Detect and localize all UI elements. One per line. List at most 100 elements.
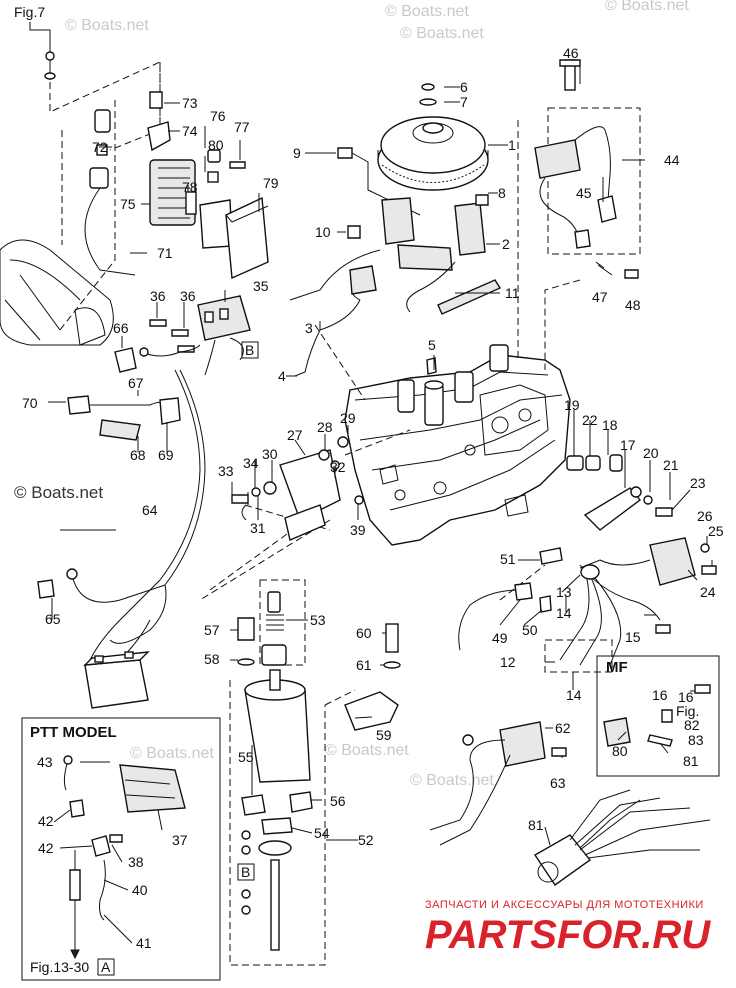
collar-80 — [207, 171, 219, 183]
wire-67 — [90, 401, 171, 406]
exciter-coil-2 — [454, 202, 486, 256]
charge-coil — [397, 244, 453, 271]
callout-9: 9 — [293, 145, 301, 161]
callout-21: 21 — [663, 457, 679, 473]
washer — [241, 905, 251, 915]
callout-73: 73 — [182, 95, 198, 111]
callout-68: 68 — [130, 447, 146, 463]
fins — [158, 167, 190, 219]
terminal — [219, 308, 229, 320]
callout-59: 59 — [376, 727, 392, 743]
screw-8 — [475, 194, 489, 206]
bracket-27 — [279, 449, 341, 521]
harness-branch — [71, 574, 166, 603]
grommet-76 — [207, 149, 221, 163]
grommet-22 — [585, 455, 601, 471]
washer — [241, 889, 251, 899]
wire — [141, 344, 201, 357]
callout-39: 39 — [350, 522, 366, 538]
screw-39 — [354, 495, 364, 505]
callout-41: 41 — [136, 935, 152, 951]
terminal-ring — [66, 568, 78, 580]
callout-25: 25 — [708, 523, 724, 539]
callout-10: 10 — [315, 224, 331, 240]
wire — [429, 739, 511, 846]
callout-2: 2 — [502, 236, 510, 252]
sleeve-82 — [603, 717, 631, 747]
washer-31 — [251, 487, 261, 497]
starter-motor — [244, 689, 311, 783]
connector-13 — [580, 564, 600, 580]
callout-36: 36 — [150, 288, 166, 304]
boats-watermark: © Boats.net — [410, 772, 494, 789]
terminal-ring — [63, 755, 73, 765]
callout-36: 36 — [180, 288, 196, 304]
bolt-16 — [694, 684, 711, 694]
screw — [661, 709, 673, 723]
callout-77: 77 — [234, 119, 250, 135]
harness-64 — [89, 369, 201, 661]
flywheel-1 — [377, 116, 489, 191]
screw-48 — [624, 269, 639, 279]
washer — [241, 845, 251, 855]
boats-watermark-main: © Boats.net — [14, 483, 103, 502]
plate-54 — [261, 817, 293, 835]
woodruff-key-5 — [426, 357, 437, 375]
connector-81 — [534, 834, 592, 886]
callout-14: 14 — [566, 687, 582, 703]
connector — [89, 167, 109, 189]
callout-42: 42 — [38, 813, 54, 829]
through-bolt — [270, 859, 280, 951]
clip-34 — [241, 504, 247, 521]
leader-line — [29, 22, 51, 80]
wire-49 — [458, 589, 521, 651]
end-cap — [258, 840, 292, 856]
boats-watermark: © Boats.net — [130, 745, 214, 762]
brush-holder — [241, 794, 266, 816]
callout-23: 23 — [690, 475, 706, 491]
boats-watermark: © Boats.net — [325, 742, 409, 759]
lead-sleeve — [69, 869, 81, 901]
callout-7: 7 — [460, 94, 468, 110]
callout-81: 81 — [528, 817, 544, 833]
callout-66: 66 — [113, 320, 129, 336]
harness-64 — [164, 369, 206, 586]
hightension-lead — [574, 126, 611, 201]
ptt-box — [21, 717, 221, 981]
callout-76: 76 — [210, 108, 226, 124]
battery — [83, 651, 150, 709]
callout-22: 22 — [582, 412, 598, 428]
callout-52: 52 — [358, 832, 374, 848]
screw-36 — [149, 319, 167, 327]
connector-face — [537, 861, 559, 883]
boats-watermark: © Boats.net — [605, 0, 689, 14]
callout-labels: 6 7 1 8 2 9 10 11 3 4 5 46 44 45 47 48 7… — [22, 45, 724, 951]
hightension-lead — [539, 177, 581, 241]
group-box-44 — [547, 107, 641, 255]
bolt-60 — [385, 623, 399, 653]
brand-logo: PARTSFOR.RU — [425, 913, 711, 957]
callout-minus-2: 83 — [688, 732, 704, 748]
terminal — [204, 311, 214, 323]
callout-15: 15 — [625, 629, 641, 645]
callout-30: 30 — [262, 446, 278, 462]
ptt-relay-37 — [119, 764, 186, 813]
callout-83: 81 — [683, 753, 699, 769]
washer-20 — [630, 486, 642, 498]
pulser-coil — [381, 197, 415, 245]
callout-75: 75 — [120, 196, 136, 212]
washer-30 — [263, 481, 277, 495]
callout-62: 62 — [555, 720, 571, 736]
callout-35: 35 — [253, 278, 269, 294]
nut-6 — [421, 83, 435, 91]
bolt-33 — [231, 494, 249, 504]
callout-38: 38 — [128, 854, 144, 870]
callout-82: 80 — [612, 743, 628, 759]
ptt-title: PTT MODEL — [30, 724, 117, 741]
bolt-78 — [185, 191, 197, 215]
tube-68 — [99, 419, 141, 441]
mf-title: MF — [606, 659, 628, 676]
boats-watermark: © Boats.net — [65, 17, 149, 34]
washer-7 — [419, 98, 437, 106]
callout-34: 34 — [243, 455, 259, 471]
